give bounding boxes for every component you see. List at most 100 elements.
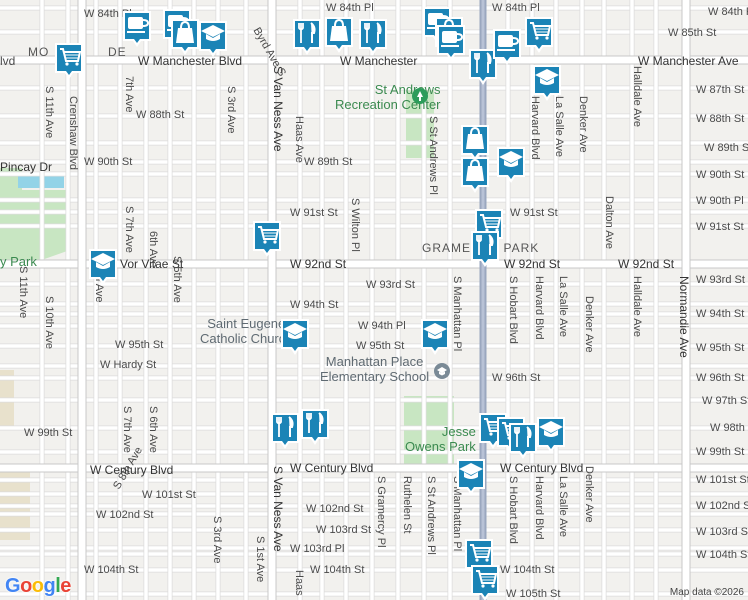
street-label: S Manhattan Pl	[451, 276, 463, 352]
street-label: Normandie Ave	[677, 276, 691, 358]
street-label: Denker Ave	[583, 296, 595, 353]
school-icon	[533, 65, 561, 101]
street-label: Haas	[293, 570, 305, 596]
restaurant-icon	[359, 19, 387, 55]
place-label-line: Manhattan Place	[325, 354, 424, 369]
school-marker[interactable]	[530, 62, 564, 104]
shopping-bag-marker[interactable]	[322, 14, 356, 56]
left-park-area	[0, 168, 70, 262]
school-marker[interactable]	[534, 414, 568, 456]
street-label: W 96th St	[696, 372, 745, 384]
street-label: Denker Ave	[583, 466, 595, 523]
street-label: S Hobart Blvd	[507, 276, 519, 344]
logo-letter: e	[60, 575, 71, 597]
cart-marker[interactable]	[250, 218, 284, 260]
shopping-bag-marker[interactable]	[168, 16, 202, 58]
street-label: S 5th Ave	[171, 256, 183, 303]
school-icon	[537, 417, 565, 453]
street-label: W 105th St	[506, 588, 561, 600]
map-data-credit[interactable]: Map data ©2026	[669, 587, 744, 598]
restaurant-marker[interactable]	[290, 16, 324, 58]
street-label: S St Andrews Pl	[427, 116, 439, 195]
cafe-marker[interactable]	[490, 26, 524, 68]
restaurant-marker[interactable]	[298, 406, 332, 448]
cafe-marker[interactable]	[120, 8, 154, 50]
cart-marker[interactable]	[52, 40, 86, 82]
neighborhood-label: MO	[28, 45, 50, 59]
school-icon	[497, 147, 525, 183]
restaurant-marker[interactable]	[506, 420, 540, 462]
school-icon	[89, 249, 117, 285]
street-label: W 104th St	[84, 564, 139, 576]
street-label: S Van Ness Ave	[271, 66, 285, 152]
street-label: Harvard Blvd	[533, 476, 545, 540]
street-label: W 92nd St	[618, 257, 675, 271]
google-logo[interactable]: Google	[5, 575, 71, 598]
street-label: S 7th Ave	[121, 406, 133, 453]
restaurant-icon	[471, 231, 499, 267]
street-label: W 96th St	[492, 372, 541, 384]
street-label: W 92nd St	[504, 257, 561, 271]
restaurant-marker[interactable]	[356, 16, 390, 58]
street-label: W 93rd St	[366, 279, 415, 291]
shopping-bag-icon	[325, 17, 353, 53]
street-label: S 11th Ave	[17, 266, 29, 319]
street-label: S 10th Ave	[43, 296, 55, 350]
street-label: Vor Vitae St	[120, 257, 184, 271]
street-label: W Manchester Blvd	[138, 54, 243, 68]
school-marker[interactable]	[278, 316, 312, 358]
school-marker[interactable]	[494, 144, 528, 186]
street-label: W 102nd St	[696, 500, 748, 512]
street-label: W 94th St	[290, 299, 339, 311]
place-label-line: Owens Park	[405, 439, 476, 454]
school-marker[interactable]	[418, 316, 452, 358]
street-label: Harvard Blvd	[529, 96, 541, 160]
shopping-bag-icon	[461, 157, 489, 193]
street-label: W 101st St	[696, 474, 748, 486]
street-label: W 84th Pl	[326, 2, 374, 14]
restaurant-marker[interactable]	[468, 228, 502, 270]
school-pin-icon[interactable]	[434, 363, 450, 379]
street-label: W 104th St	[310, 564, 365, 576]
street-label: W 101st St	[142, 489, 196, 501]
cart-marker[interactable]	[522, 14, 556, 56]
cart-marker[interactable]	[468, 562, 502, 600]
street-label: W 91st St	[290, 207, 338, 219]
street-label: S Wilton Pl	[349, 198, 361, 252]
shopping-bag-marker[interactable]	[458, 122, 492, 164]
street-label: W 102nd St	[306, 503, 364, 515]
park-pin-icon[interactable]	[412, 88, 428, 104]
cafe-icon	[123, 11, 151, 47]
street-label: W 98th St	[710, 422, 748, 434]
school-marker[interactable]	[86, 246, 120, 288]
neighborhood-label: DE	[108, 45, 127, 59]
school-icon	[457, 459, 485, 495]
street-label: W Century Blvd	[90, 463, 174, 477]
cafe-marker[interactable]	[434, 22, 468, 64]
school-marker[interactable]	[196, 18, 230, 60]
street-label: W 95th St	[356, 340, 405, 352]
cart-icon	[471, 565, 499, 600]
school-marker[interactable]	[454, 456, 488, 498]
street-label: W Manchester Ave	[638, 54, 739, 68]
street-label: W 93rd St	[696, 274, 745, 286]
street-label: W 90th St	[84, 156, 133, 168]
street-label: W 85th St	[668, 27, 717, 39]
street-label: Crenshaw Blvd	[67, 96, 79, 170]
street-label: S 11th Ave	[43, 86, 55, 139]
restaurant-marker[interactable]	[466, 46, 500, 88]
place-label-saint-eugene[interactable]: Saint Eugene Catholic Church	[200, 316, 293, 346]
street-label: W 94th St	[696, 308, 745, 320]
cafe-icon	[437, 25, 465, 61]
street-label: W 95th St	[696, 342, 745, 354]
school-icon	[421, 319, 449, 355]
street-label: S 3rd Ave	[211, 516, 223, 564]
street-label: W Hardy St	[100, 359, 157, 371]
logo-letter: g	[43, 575, 56, 597]
place-label-jesse-owens-park[interactable]: Jesse Owens Park	[405, 424, 476, 454]
shopping-bag-marker[interactable]	[458, 154, 492, 196]
place-label-manhattan-place-school[interactable]: Manhattan Place Elementary School	[320, 354, 429, 384]
restaurant-marker[interactable]	[268, 410, 302, 452]
